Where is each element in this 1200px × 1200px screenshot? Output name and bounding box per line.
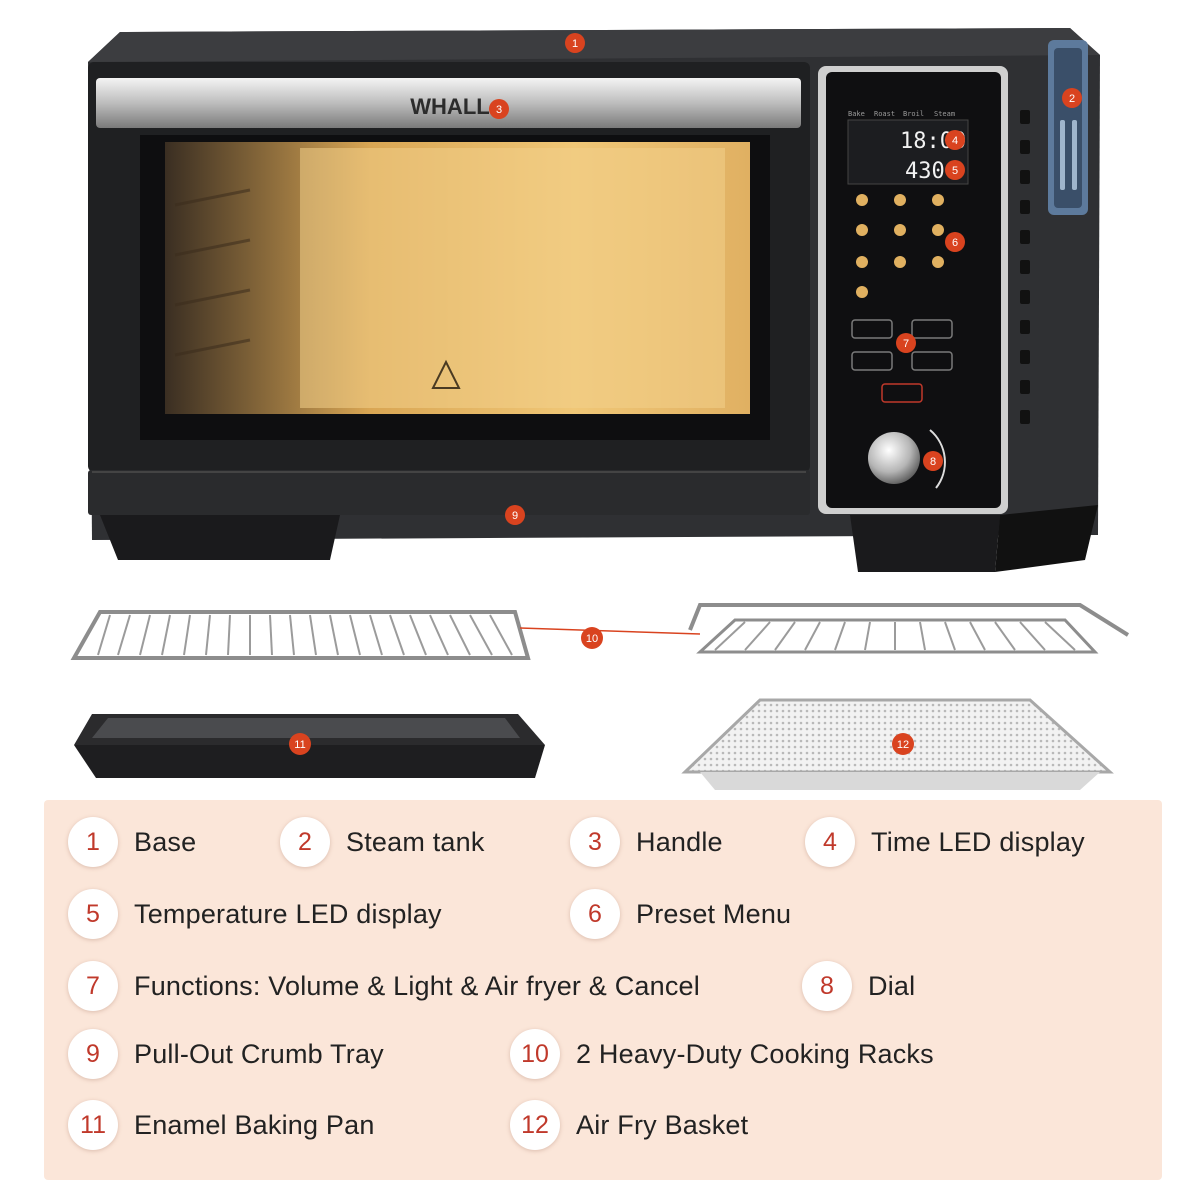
legend-number: 3	[570, 817, 620, 867]
product-figure: WHALL Bake Roast Broil Steam 18:00 430	[70, 28, 1130, 790]
legend-number: 10	[510, 1029, 560, 1079]
legend-item-dial: 8 Dial	[802, 961, 915, 1011]
legend-item-functions: 7 Functions: Volume & Light & Air fryer …	[68, 961, 700, 1011]
svg-text:8: 8	[930, 456, 936, 468]
mode-bake: Bake	[848, 110, 865, 118]
temp-display: 430	[905, 159, 945, 184]
legend-label: 2 Heavy-Duty Cooking Racks	[576, 1038, 934, 1069]
oven-window	[140, 135, 770, 440]
crumb-tray	[88, 470, 810, 515]
callout-2: 2	[1062, 88, 1082, 108]
preset-menu	[856, 194, 944, 298]
function-buttons	[851, 319, 953, 403]
legend-label: Preset Menu	[636, 898, 792, 929]
callout-8: 8	[923, 451, 943, 471]
legend-number: 6	[570, 889, 620, 939]
legend-item-preset-menu: 6 Preset Menu	[570, 889, 791, 939]
svg-text:1: 1	[572, 38, 578, 50]
callout-9: 9	[505, 505, 525, 525]
legend-number: 2	[280, 817, 330, 867]
legend-number: 4	[805, 817, 855, 867]
legend-item-temperature-display: 5 Temperature LED display	[68, 889, 442, 939]
control-panel: Bake Roast Broil Steam 18:00 430	[818, 66, 1008, 514]
legend-number: 11	[68, 1100, 118, 1150]
legend-item-air-fry-basket: 12 Air Fry Basket	[510, 1100, 748, 1150]
front-foot	[100, 515, 340, 560]
legend-number: 5	[68, 889, 118, 939]
legend-number: 12	[510, 1100, 560, 1150]
legend-label: Dial	[868, 970, 916, 1001]
legend-label: Pull-Out Crumb Tray	[134, 1038, 384, 1069]
right-foot	[850, 515, 1000, 572]
legend-label: Temperature LED display	[134, 898, 442, 929]
legend-number: 1	[68, 817, 118, 867]
callout-4: 4	[945, 130, 965, 150]
legend-number: 8	[802, 961, 852, 1011]
legend-item-time-display: 4 Time LED display	[805, 817, 1085, 867]
cooking-rack-right	[688, 603, 1130, 654]
legend-number: 7	[68, 961, 118, 1011]
legend-label: Time LED display	[871, 826, 1085, 857]
svg-text:3: 3	[496, 104, 502, 116]
callout-11: 11	[289, 733, 311, 755]
cooking-rack-left	[70, 610, 531, 660]
svg-text:11: 11	[294, 739, 305, 751]
svg-text:5: 5	[952, 165, 958, 177]
parts-legend: 1 Base 2 Steam tank 3 Handle 4 Time LED …	[44, 800, 1162, 1180]
svg-text:12: 12	[897, 739, 909, 751]
mode-broil: Broil	[903, 110, 924, 118]
svg-text:7: 7	[903, 338, 909, 350]
brand-logo: WHALL	[410, 94, 489, 119]
legend-label: Steam tank	[346, 826, 485, 857]
legend-item-handle: 3 Handle	[570, 817, 723, 867]
legend-item-baking-pan: 11 Enamel Baking Pan	[68, 1100, 375, 1150]
mode-steam: Steam	[934, 110, 955, 118]
svg-text:10: 10	[586, 633, 598, 645]
callout-1: 1	[565, 33, 585, 53]
legend-label: Functions: Volume & Light & Air fryer & …	[134, 970, 700, 1001]
legend-number: 9	[68, 1029, 118, 1079]
legend-label: Handle	[636, 826, 723, 857]
callout-5: 5	[945, 160, 965, 180]
warning-icon	[431, 359, 461, 389]
handle: WHALL	[96, 78, 801, 128]
callout-6: 6	[945, 232, 965, 252]
legend-label: Base	[134, 826, 197, 857]
callout-7: 7	[896, 333, 916, 353]
baking-pan	[74, 714, 545, 778]
svg-text:6: 6	[952, 237, 958, 249]
legend-item-racks: 10 2 Heavy-Duty Cooking Racks	[510, 1029, 934, 1079]
legend-item-crumb-tray: 9 Pull-Out Crumb Tray	[68, 1029, 384, 1079]
callout-3: 3	[489, 99, 509, 119]
legend-item-base: 1 Base	[68, 817, 196, 867]
svg-text:4: 4	[952, 135, 958, 147]
svg-text:2: 2	[1069, 93, 1075, 105]
legend-label: Air Fry Basket	[576, 1109, 749, 1140]
svg-text:9: 9	[512, 510, 518, 522]
callout-12: 12	[892, 733, 914, 755]
oven-illustration: WHALL Bake Roast Broil Steam 18:00 430	[70, 28, 1130, 790]
legend-item-steam-tank: 2 Steam tank	[280, 817, 485, 867]
mode-roast: Roast	[874, 110, 895, 118]
legend-label: Enamel Baking Pan	[134, 1109, 375, 1140]
steam-tank	[1048, 40, 1088, 215]
dial	[868, 432, 920, 484]
callout-10: 10	[581, 627, 603, 649]
